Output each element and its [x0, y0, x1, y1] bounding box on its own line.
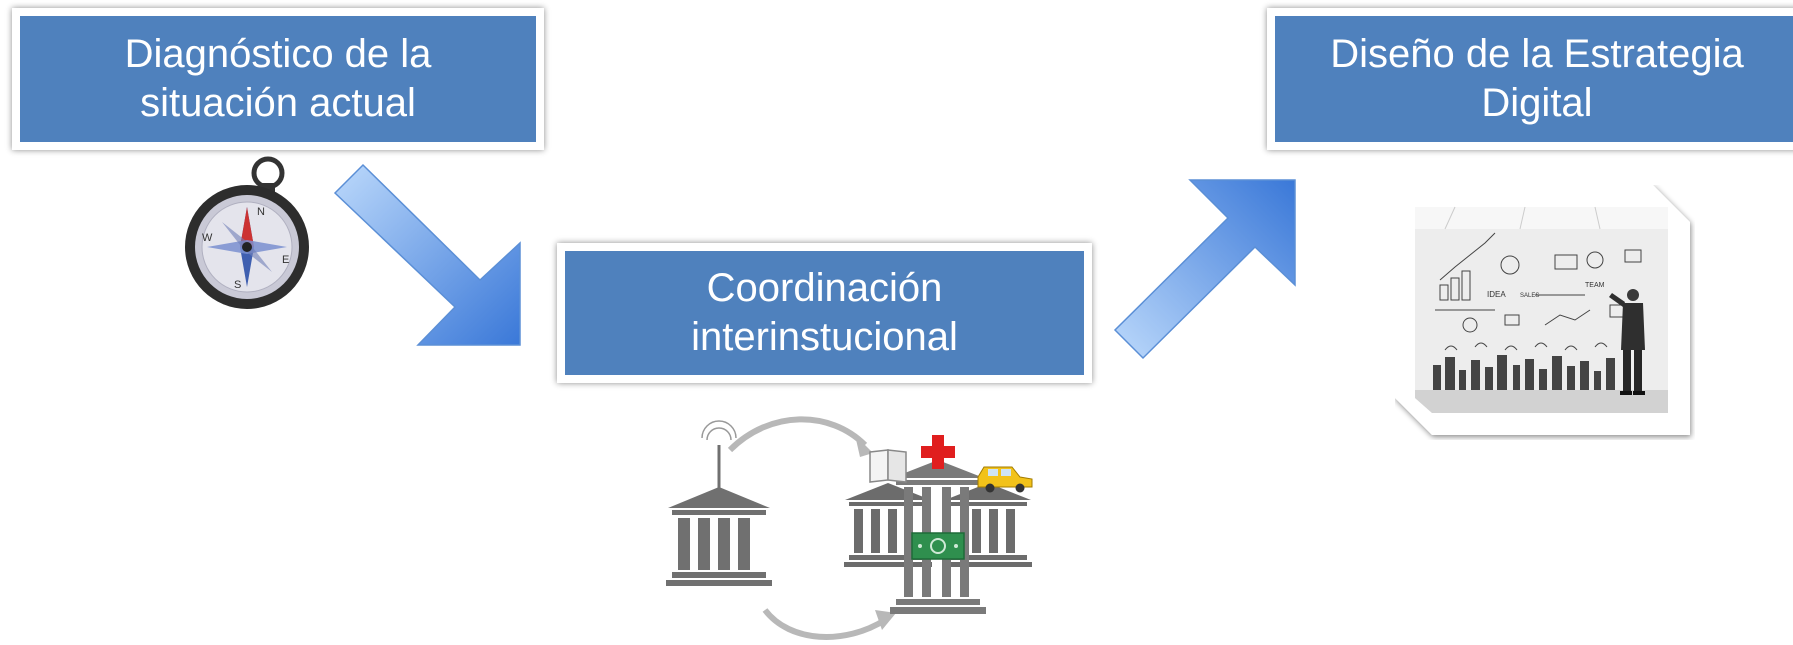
government-building-icon	[666, 420, 772, 586]
whiteboard-photo: IDEA TEAM SALES	[1395, 185, 1690, 435]
step-diagnostico-line1: Diagnóstico de la	[124, 32, 432, 76]
red-cross-icon	[921, 435, 955, 469]
whiteboard-idea-text: IDEA	[1487, 290, 1506, 299]
step-coordinacion-line2: interinstucional	[691, 315, 958, 359]
compass-east-label: E	[282, 254, 289, 266]
compass-west-label: W	[202, 232, 213, 244]
book-icon	[869, 449, 907, 483]
step-diseno-line1: Diseño de la Estrategia	[1330, 32, 1744, 76]
step-coordinacion-line1: Coordinación	[706, 266, 943, 310]
step-diagnostico-line2: situación actual	[140, 81, 416, 125]
taxi-icon	[977, 466, 1033, 493]
compass-south-label: S	[234, 279, 241, 291]
step-coordinacion-box: Coordinación interinstucional	[557, 243, 1092, 383]
arrow-down-right-icon	[333, 163, 521, 346]
businessman-figure	[1609, 289, 1645, 395]
step-diseno-line2: Digital	[1481, 81, 1593, 125]
whiteboard-sales-text: SALES	[1520, 293, 1539, 299]
compass-north-label: N	[257, 206, 265, 218]
step-diseno-box: Diseño de la Estrategia Digital	[1267, 8, 1793, 150]
step-diagnostico-box: Diagnóstico de la situación actual	[12, 8, 544, 150]
institutions-illustration	[666, 416, 1033, 640]
money-icon	[911, 532, 965, 560]
whiteboard-team-text: TEAM	[1585, 282, 1605, 289]
arrow-up-right-icon	[1113, 179, 1296, 360]
compass-icon: N S E W	[185, 156, 309, 309]
